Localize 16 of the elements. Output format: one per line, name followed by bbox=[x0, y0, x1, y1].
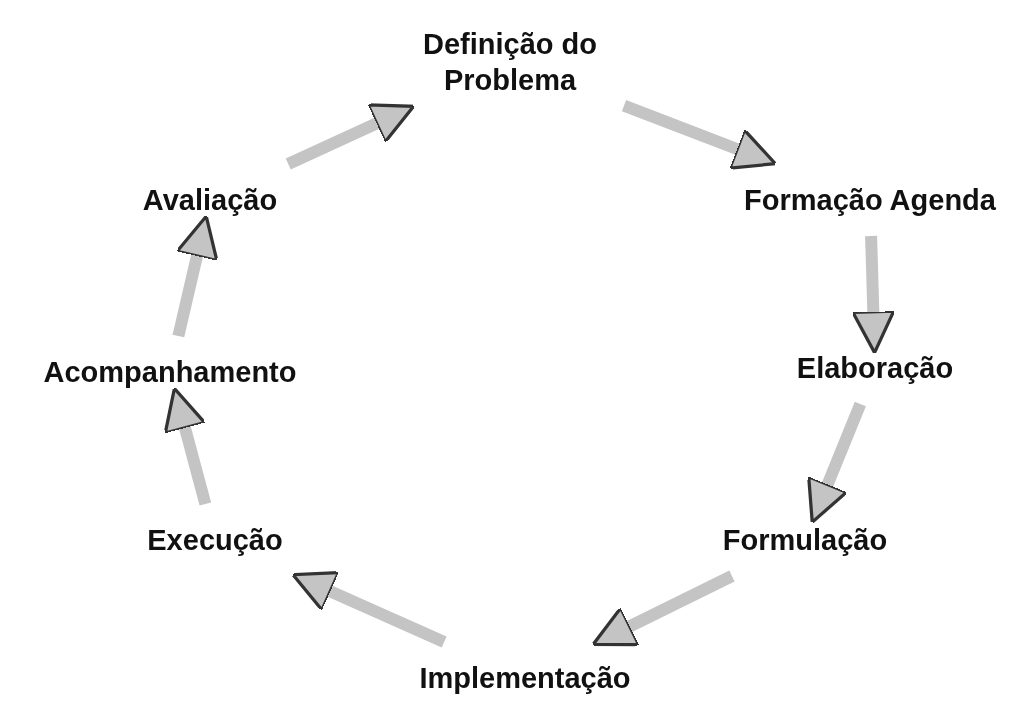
stage-label: Elaboração bbox=[796, 350, 954, 386]
block-arrow bbox=[621, 100, 777, 170]
block-arrow bbox=[291, 571, 447, 648]
stage-label: Formação Agenda bbox=[744, 182, 996, 218]
stage-label: Acompanhamento bbox=[43, 354, 297, 390]
block-arrow bbox=[807, 401, 866, 524]
stage-label: Definição do Problema bbox=[422, 26, 598, 98]
block-arrow bbox=[285, 103, 416, 170]
block-arrow bbox=[851, 235, 896, 355]
stage-label: Avaliação bbox=[142, 182, 278, 218]
stage-label: Formulação bbox=[722, 522, 888, 558]
block-arrow bbox=[163, 386, 212, 506]
block-arrow bbox=[172, 214, 219, 338]
stage-label: Implementação bbox=[419, 660, 631, 696]
stage-label: Execução bbox=[147, 522, 283, 558]
block-arrow bbox=[591, 570, 735, 647]
